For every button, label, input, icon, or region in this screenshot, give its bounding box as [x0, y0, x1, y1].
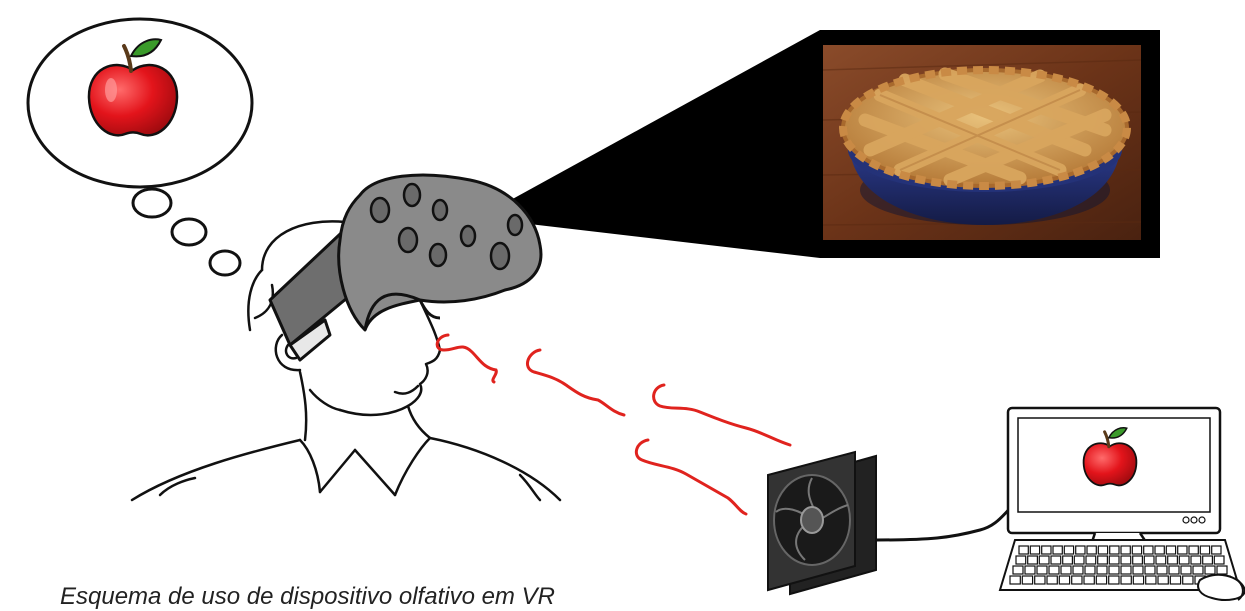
keyboard-key [1169, 566, 1179, 574]
keyboard-key [1109, 566, 1119, 574]
keyboard-key [1013, 566, 1023, 574]
keyboard-key [1212, 546, 1221, 554]
keyboard-key [1076, 546, 1085, 554]
keyboard-key [1037, 566, 1047, 574]
keyboard-key [1156, 556, 1166, 564]
keyboard-key [1121, 546, 1130, 554]
keyboard-key [1084, 576, 1094, 584]
keyboard-key [1022, 576, 1032, 584]
keyboard-key [1098, 556, 1108, 564]
keyboard-key [1181, 566, 1191, 574]
keyboard-key [1189, 546, 1198, 554]
keyboard-key [1049, 566, 1059, 574]
keyboard-key [1133, 556, 1143, 564]
keyboard-key [1035, 576, 1045, 584]
keyboard-key [1051, 556, 1061, 564]
keyboard-key [1121, 566, 1131, 574]
keyboard-key [1061, 566, 1071, 574]
keyboard-key [1217, 566, 1227, 574]
keyboard-key [1133, 576, 1143, 584]
mouse [1198, 575, 1245, 600]
keyboard-key [1098, 546, 1107, 554]
keyboard-key [1064, 546, 1073, 554]
keyboard-key [1016, 556, 1026, 564]
keyboard-key [1214, 556, 1224, 564]
keyboard-key [1053, 546, 1062, 554]
keyboard-key [1145, 566, 1155, 574]
keyboard-key [1144, 546, 1153, 554]
keyboard-key [1086, 556, 1096, 564]
keyboard-key [1155, 546, 1164, 554]
keyboard-key [1193, 566, 1203, 574]
fan-device [768, 452, 876, 594]
pie-photo [823, 45, 1141, 240]
keyboard-key [1205, 566, 1215, 574]
keyboard-key [1085, 566, 1095, 574]
keyboard-key [1074, 556, 1084, 564]
keyboard-key [1073, 566, 1083, 574]
keyboard-key [1010, 576, 1020, 584]
scent-waves [437, 335, 790, 514]
vr-headset [270, 175, 541, 360]
keyboard-key [1166, 546, 1175, 554]
keyboard-key [1183, 576, 1193, 584]
keyboard-key [1191, 556, 1201, 564]
scent-wave [654, 385, 790, 445]
figure-caption: Esquema de uso de dispositivo olfativo e… [60, 583, 555, 611]
keyboard-key [1200, 546, 1209, 554]
keyboard-key [1121, 556, 1131, 564]
keyboard-key [1039, 556, 1049, 564]
scent-wave [527, 350, 624, 415]
keyboard-key [1030, 546, 1039, 554]
keyboard-key [1133, 566, 1143, 574]
keyboard-key [1025, 566, 1035, 574]
keyboard-key [1146, 576, 1156, 584]
keyboard-key [1144, 556, 1154, 564]
keyboard-key [1072, 576, 1082, 584]
keyboard-key [1047, 576, 1057, 584]
keyboard-key [1121, 576, 1131, 584]
keyboard-key [1179, 556, 1189, 564]
keyboard-key [1132, 546, 1141, 554]
keyboard-key [1157, 566, 1167, 574]
scent-wave [437, 335, 496, 382]
keyboard-key [1203, 556, 1213, 564]
keyboard-key [1042, 546, 1051, 554]
keyboard-key [1096, 576, 1106, 584]
keyboard-key [1168, 556, 1178, 564]
keyboard-key [1170, 576, 1180, 584]
keyboard-key [1109, 576, 1119, 584]
keyboard-key [1087, 546, 1096, 554]
keyboard-key [1028, 556, 1038, 564]
keyboard-key [1097, 566, 1107, 574]
keyboard-key [1063, 556, 1073, 564]
keyboard-key [1059, 576, 1069, 584]
thought-bubble [28, 19, 252, 275]
scent-wave [636, 440, 746, 514]
cable [876, 500, 1020, 540]
keyboard-key [1019, 546, 1028, 554]
keyboard-key [1110, 546, 1119, 554]
keyboard-key [1109, 556, 1119, 564]
keyboard-key [1158, 576, 1168, 584]
keyboard-key [1178, 546, 1187, 554]
